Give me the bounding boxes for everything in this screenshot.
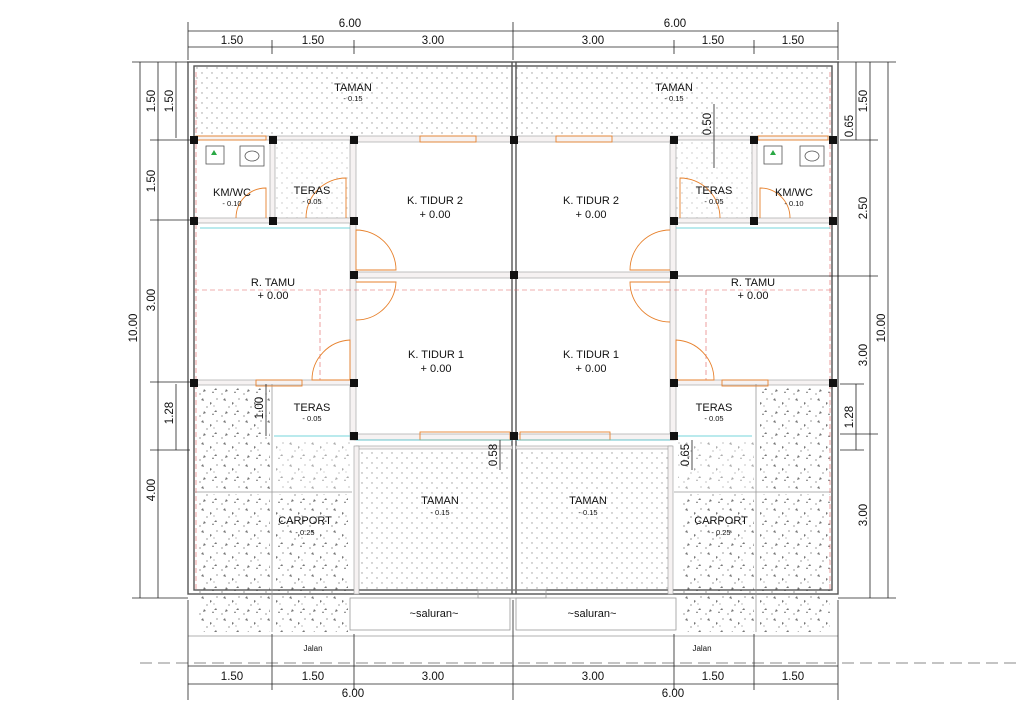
garden-top-right [516,66,832,138]
label-ktidur1-right: K. TIDUR 1 [563,349,619,361]
dim-bottom-seg-4: 3.00 [582,671,604,683]
dim-top-seg-6: 1.50 [782,35,804,47]
dim-bottom-seg-2: 1.50 [302,671,324,683]
dim-right-seg-4: 3.00 [858,504,870,526]
level-kmwc-left: - 0.10 [222,199,241,208]
label-teras-front-right: TERAS [696,402,733,414]
label-ktidur2-left: K. TIDUR 2 [407,195,463,207]
garden-front-left [360,450,510,590]
dim-bottom-seg-1: 1.50 [221,671,243,683]
garden-top-left [194,66,512,138]
label-taman-top-left: TAMAN [334,82,372,94]
gravel-right-3 [680,494,754,632]
level-carport-right: - 0.25 [711,528,730,537]
windows [195,135,830,441]
label-kmwc-right: KM/WC [775,187,813,199]
label-rtamu-left: R. TAMU [251,277,295,289]
level-taman-front-right: - 0.15 [578,508,597,517]
dim-050: 0.50 [702,113,714,135]
dim-bottom-seg-6: 1.50 [782,671,804,683]
level-kmwc-right: - 0.10 [784,199,803,208]
label-carport-right: CARPORT [694,515,748,527]
dim-left-seg-5: 4.00 [146,479,158,501]
hatch-lines [194,72,832,590]
level-taman-front-left: - 0.15 [430,508,449,517]
label-taman-front-left: TAMAN [421,495,459,507]
dim-right-inner-1: 0.65 [844,115,856,137]
dim-right-seg-3: 3.00 [858,344,870,366]
dim-left-total: 10.00 [128,314,140,343]
gravel-left-1 [198,388,270,490]
dim-right-seg-2: 2.50 [858,197,870,219]
dim-top-seg-3: 3.00 [422,35,444,47]
dim-top-seg-1: 1.50 [221,35,243,47]
dimension-lines [132,22,896,700]
dim-left-seg-2: 1.50 [146,170,158,192]
level-ktidur1-left: + 0.00 [421,363,452,375]
dim-bottom-total-left: 6.00 [342,688,364,700]
gravel-right-1 [758,388,830,490]
dim-bottom-total-right: 6.00 [662,688,684,700]
level-taman-top-right: - 0.15 [664,94,683,103]
level-teras-front-left: - 0.05 [302,414,321,423]
label-carport-left: CARPORT [278,515,332,527]
level-ktidur1-right: + 0.00 [576,363,607,375]
structural-columns [190,136,837,440]
level-teras-front-right: - 0.05 [704,414,723,423]
dim-bottom-seg-5: 1.50 [702,671,724,683]
level-rtamu-right: + 0.00 [738,290,769,302]
gravel-right-4 [678,440,754,490]
label-ktidur2-right: K. TIDUR 2 [563,195,619,207]
garden-front-right [518,450,668,590]
doors [235,177,791,381]
dim-right-inner-2: 1.28 [844,406,856,428]
level-teras-back-left: - 0.05 [302,197,321,206]
level-teras-back-right: - 0.05 [704,197,723,206]
label-teras-back-left: TERAS [294,185,331,197]
dim-top-seg-5: 1.50 [702,35,724,47]
label-taman-front-right: TAMAN [569,495,607,507]
dim-left-inner: 1.50 [164,90,176,112]
label-taman-top-right: TAMAN [655,82,693,94]
dim-left-seg-3: 3.00 [146,289,158,311]
label-rtamu-right: R. TAMU [731,277,775,289]
toilet-fixtures [205,145,825,167]
dim-top-seg-4: 3.00 [582,35,604,47]
level-ktidur2-right: + 0.00 [576,209,607,221]
label-teras-back-right: TERAS [696,185,733,197]
label-ktidur1-left: K. TIDUR 1 [408,349,464,361]
label-jalan-right: Jalan [692,644,711,653]
dim-058: 0.58 [488,444,500,466]
level-rtamu-left: + 0.00 [258,290,289,302]
label-kmwc-left: KM/WC [213,187,251,199]
gravel-left-4 [274,440,350,490]
label-teras-front-left: TERAS [294,402,331,414]
gravel-left-3 [274,494,348,632]
dim-right-total: 10.00 [876,314,888,343]
dim-right-seg-1: 1.50 [858,90,870,112]
gravel-right-2 [758,494,830,632]
dim-100: 1.00 [254,397,266,419]
dim-bottom-seg-3: 3.00 [422,671,444,683]
level-carport-left: - 0.25 [295,528,314,537]
gravel-left-2 [198,494,270,632]
label-saluran-left: ~saluran~ [410,608,459,620]
level-taman-top-left: - 0.15 [343,94,362,103]
dim-065: 0.65 [680,444,692,466]
back-terrace-left-fill [274,138,354,220]
dim-left-seg-4: 1.28 [164,402,176,424]
dim-top-total-right: 6.00 [664,18,686,30]
label-saluran-right: ~saluran~ [568,608,617,620]
dim-top-seg-2: 1.50 [302,35,324,47]
dim-left-seg-1: 1.50 [146,90,158,112]
label-jalan-left: Jalan [303,644,322,653]
level-ktidur2-left: + 0.00 [420,209,451,221]
dim-top-total-left: 6.00 [339,18,361,30]
